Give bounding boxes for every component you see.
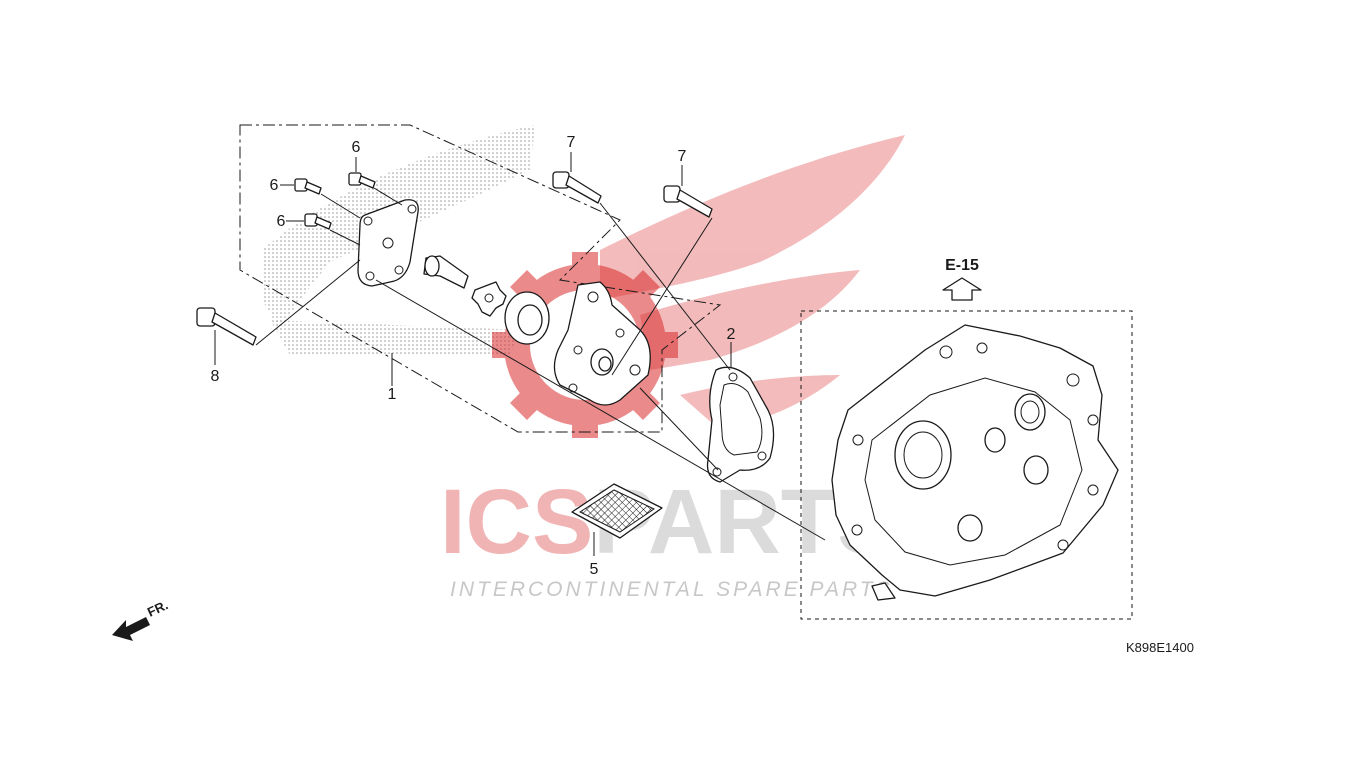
gasket (706, 366, 775, 483)
callout-2: 2 (727, 326, 736, 343)
crankcase-reference (800, 310, 1133, 620)
pump-cover (357, 199, 419, 287)
watermark-dotted-wing-lower (270, 320, 520, 355)
callout-1: 1 (388, 386, 397, 403)
bolt-6-bottom (304, 213, 332, 230)
callout-6-top: 6 (352, 139, 361, 156)
oil-strainer (571, 483, 663, 539)
inner-rotor (471, 281, 507, 317)
reference-arrow (942, 277, 982, 301)
bolt-8 (196, 307, 257, 346)
leader-lines (214, 152, 826, 556)
assembly-outline (239, 124, 722, 433)
reference-label-e15: E-15 (945, 257, 979, 274)
callout-8: 8 (211, 368, 220, 385)
pump-body (553, 281, 651, 406)
watermark-gear (492, 252, 678, 438)
callout-7-left: 7 (567, 134, 576, 151)
pump-shaft (423, 255, 469, 289)
callout-5: 5 (590, 561, 599, 578)
bolt-6-middle (294, 178, 322, 195)
diagram-code: K898E1400 (1126, 640, 1194, 655)
front-direction-arrow (112, 617, 150, 641)
bolt-7-right (663, 185, 713, 218)
bolt-6-top (348, 172, 376, 189)
bolt-7-left (552, 171, 602, 204)
watermark-brand: ICSPARTS (440, 471, 898, 573)
front-direction-label: FR. (145, 597, 170, 619)
outer-rotor (504, 291, 550, 345)
callout-6-bottom: 6 (277, 213, 286, 230)
callout-7-right: 7 (678, 148, 687, 165)
watermark-tagline: INTERCONTINENTAL SPARE PARTS (450, 578, 893, 601)
callout-6-middle: 6 (270, 177, 279, 194)
